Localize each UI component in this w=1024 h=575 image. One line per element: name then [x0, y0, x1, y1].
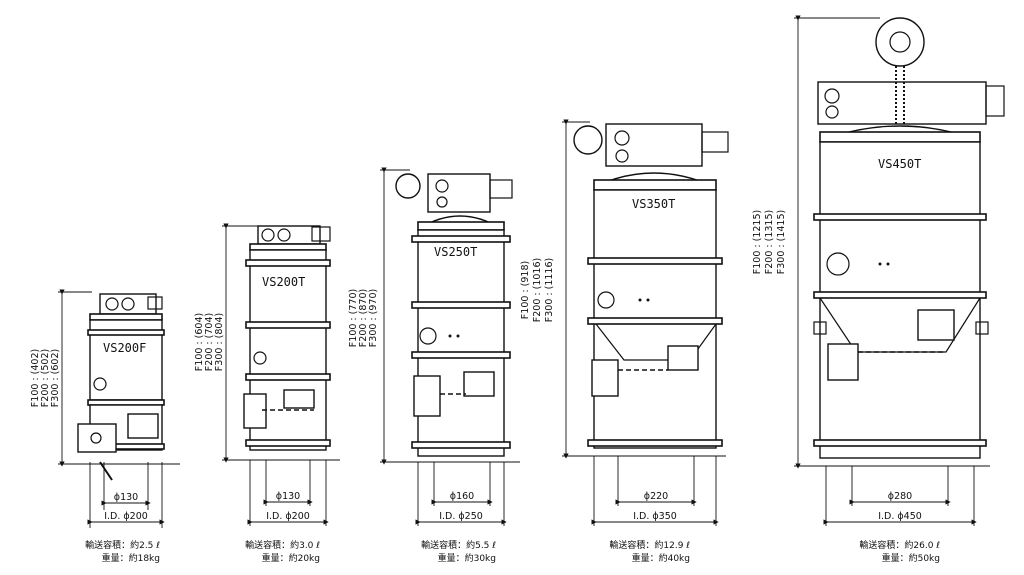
height-f300: F300 : (970) — [368, 289, 379, 347]
inner-diameter: I.D. ϕ450 — [878, 511, 922, 522]
inner-diameter: I.D. ϕ200 — [104, 511, 148, 522]
height-f100: F100 : (918) — [520, 261, 531, 319]
solenoid-valve-icon — [701, 131, 729, 153]
model-label: VS200T — [262, 275, 305, 289]
solenoid-valve-icon — [985, 85, 1005, 117]
pressure-gauge-icon — [121, 297, 135, 311]
outlet-diameter: ϕ130 — [114, 492, 138, 503]
height-f200: F200 : (502) — [40, 349, 51, 407]
control-box — [817, 81, 987, 125]
filter-canister-icon — [573, 125, 603, 155]
pressure-gauge-icon — [824, 88, 840, 104]
pressure-gauge-icon — [435, 179, 449, 193]
height-f200: F200 : (870) — [358, 289, 369, 347]
capacity-text: 輸送容積：約26.0 ℓ — [859, 539, 940, 551]
weight-text: 重量：約20kg — [262, 552, 320, 564]
pressure-gauge-icon — [261, 228, 275, 242]
height-f300: F300 : (1415) — [776, 210, 787, 274]
discharge-flap-icon — [827, 343, 859, 381]
unit-vs200t: VS200T F100 : (604) F200 : (704) F300 : … — [194, 223, 340, 564]
weight-text: 重量：約18kg — [102, 552, 160, 564]
outlet-diameter: ϕ280 — [888, 491, 912, 502]
height-f200: F200 : (1016) — [532, 258, 543, 322]
model-label: VS450T — [878, 157, 921, 171]
capacity-text: 輸送容積：約5.5 ℓ — [421, 539, 496, 551]
unit-vs250t: VS250T F100 : (770) F200 : (870) F300 : … — [348, 167, 520, 564]
height-f100: F100 : (1215) — [752, 210, 763, 274]
weight-text: 重量：約40kg — [632, 552, 690, 564]
capacity-text: 輸送容積：約3.0 ℓ — [245, 539, 320, 551]
height-f200: F200 : (1315) — [764, 210, 775, 274]
discharge-flap-icon — [243, 393, 267, 429]
height-f300: F300 : (602) — [50, 349, 61, 407]
height-f200: F200 : (704) — [204, 313, 215, 371]
outlet-diameter: ϕ130 — [276, 491, 300, 502]
model-label: VS200F — [103, 341, 146, 355]
discharge-flap-icon — [413, 375, 441, 417]
model-label: VS250T — [434, 245, 477, 259]
height-f300: F300 : (804) — [214, 313, 225, 371]
pressure-gauge-icon — [277, 228, 291, 242]
pressure-gauge-icon — [614, 130, 630, 146]
inner-diameter: I.D. ϕ200 — [266, 511, 310, 522]
filter-canister-icon — [875, 17, 925, 67]
outlet-diameter: ϕ220 — [644, 491, 668, 502]
capacity-text: 輸送容積：約2.5 ℓ — [85, 539, 160, 551]
solenoid-valve-icon — [489, 179, 513, 199]
pressure-gauge-icon — [615, 149, 629, 163]
discharge-flap-icon — [77, 423, 117, 453]
outlet-diameter: ϕ160 — [450, 491, 474, 502]
control-box — [427, 173, 491, 213]
weight-text: 重量：約30kg — [438, 552, 496, 564]
height-f100: F100 : (604) — [194, 313, 205, 371]
discharge-flap-icon — [591, 359, 619, 397]
filter-canister-icon — [395, 173, 421, 199]
weight-text: 重量：約50kg — [882, 552, 940, 564]
pressure-gauge-icon — [436, 196, 448, 208]
height-f100: F100 : (770) — [348, 289, 359, 347]
inner-diameter: I.D. ϕ350 — [633, 511, 677, 522]
inner-diameter: I.D. ϕ250 — [439, 511, 483, 522]
unit-vs450t: VS450T F100 : (1215) F200 : (1315) F300 … — [752, 15, 1005, 564]
model-label: VS350T — [632, 197, 675, 211]
height-f300: F300 : (1116) — [544, 258, 555, 322]
height-f100: F100 : (402) — [30, 349, 41, 407]
unit-vs200f: VS200F F100 : (402) F200 : (502) F300 : … — [30, 289, 180, 564]
unit-vs350t: VS350T F100 : (918) F200 : (1016) F300 :… — [520, 119, 729, 564]
pressure-gauge-icon — [105, 297, 119, 311]
pressure-gauge-icon — [825, 105, 839, 119]
capacity-text: 輸送容積：約12.9 ℓ — [609, 539, 690, 551]
